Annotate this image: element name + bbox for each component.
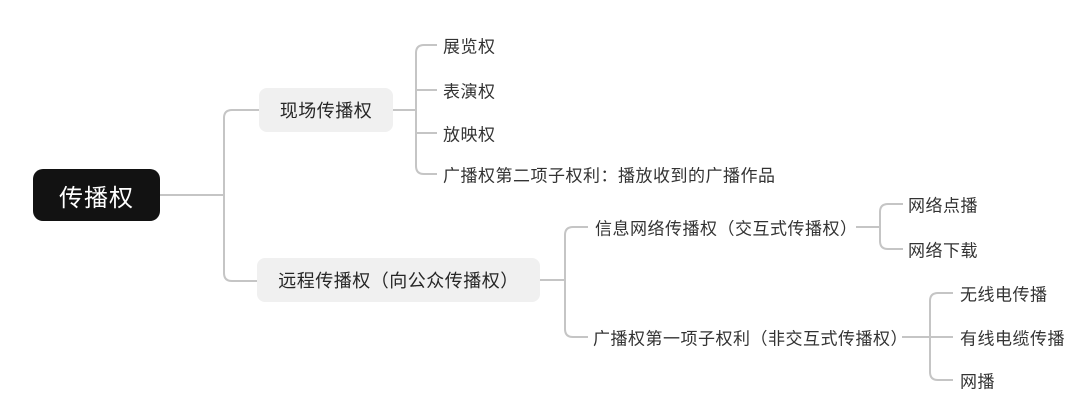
node-wired-cable-transmission[interactable]: 有线电缆传播: [960, 329, 1065, 349]
node-radio-transmission[interactable]: 无线电传播: [960, 285, 1048, 305]
node-projection-right[interactable]: 放映权: [443, 125, 496, 145]
node-network-on-demand[interactable]: 网络点播: [908, 196, 978, 216]
node-live-communication-right[interactable]: 现场传播权: [259, 88, 393, 132]
node-root[interactable]: 传播权: [33, 169, 160, 221]
node-broadcast-sub-right-1[interactable]: 广播权第一项子权利（非交互式传播权）: [593, 329, 908, 349]
node-broadcast-sub-right-2[interactable]: 广播权第二项子权利：播放收到的广播作品: [443, 166, 776, 186]
node-information-network-right[interactable]: 信息网络传播权（交互式传播权）: [595, 219, 858, 239]
node-network-download[interactable]: 网络下载: [908, 241, 978, 261]
node-remote-communication-right[interactable]: 远程传播权（向公众传播权）: [257, 258, 540, 302]
node-exhibition-right[interactable]: 展览权: [443, 37, 496, 57]
node-webcast[interactable]: 网播: [960, 372, 995, 392]
node-performance-right[interactable]: 表演权: [443, 82, 496, 102]
